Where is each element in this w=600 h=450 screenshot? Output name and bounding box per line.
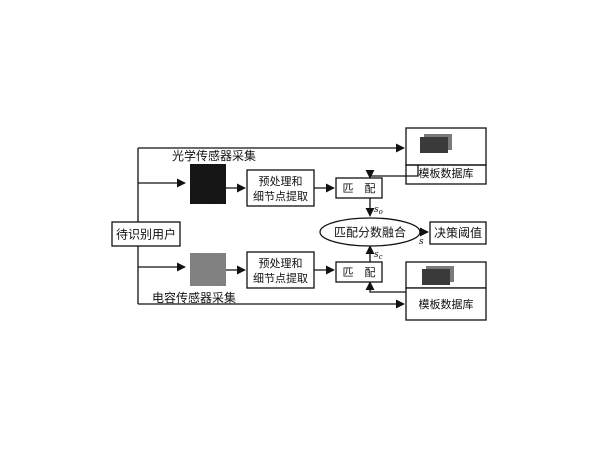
match-bottom: 匹 配 bbox=[335, 261, 383, 283]
signal-s-bottom: sc bbox=[374, 250, 383, 261]
preprocess-top: 预处理和 细节点提取 bbox=[246, 169, 315, 207]
capacitive-capture-label: 电容传感器采集 bbox=[152, 290, 236, 305]
user-box bbox=[111, 221, 181, 247]
edge-db-top-to-match bbox=[365, 165, 419, 179]
db-top-stack-front bbox=[420, 137, 448, 153]
preprocess-bottom-box bbox=[246, 251, 315, 289]
preprocess-top-line2: 细节点提取 bbox=[253, 190, 308, 203]
fusion-label: 匹配分数融合 bbox=[334, 225, 406, 240]
user-label: 待识别用户 bbox=[116, 227, 176, 242]
preprocess-bottom-line1: 预处理和 bbox=[259, 257, 303, 270]
decision-label: 决策阈值 bbox=[434, 225, 482, 240]
match-bottom-box bbox=[335, 261, 383, 283]
decision-box bbox=[429, 221, 487, 245]
preprocess-top-box bbox=[246, 169, 315, 207]
db-bottom: 模板数据库 bbox=[405, 261, 487, 321]
optical-capture-label: 光学传感器采集 bbox=[172, 148, 256, 163]
optical-sensor: 光学传感器采集 bbox=[172, 148, 256, 204]
preprocess-bottom-line2: 细节点提取 bbox=[253, 272, 308, 285]
signal-s-out: s bbox=[419, 237, 424, 247]
db-bottom-label: 模板数据库 bbox=[419, 297, 474, 311]
edges bbox=[137, 143, 429, 309]
signal-labels: so sc s bbox=[374, 205, 424, 261]
db-top-label: 模板数据库 bbox=[419, 166, 474, 180]
preprocess-top-line1: 预处理和 bbox=[259, 175, 303, 188]
db-top-frame bbox=[405, 164, 487, 185]
capacitive-fingerprint-image bbox=[190, 253, 226, 286]
match-top-box bbox=[335, 177, 383, 199]
db-top: 模板数据库 bbox=[405, 127, 487, 185]
match-top-label: 匹 配 bbox=[343, 182, 376, 195]
user-node: 待识别用户 bbox=[111, 221, 181, 247]
db-bottom-stack-front bbox=[422, 269, 450, 285]
fusion-node: 匹配分数融合 bbox=[319, 217, 421, 247]
db-bottom-frame bbox=[405, 287, 487, 321]
optical-fingerprint-image bbox=[190, 164, 226, 204]
preprocess-bottom: 预处理和 细节点提取 bbox=[246, 251, 315, 289]
match-bottom-label: 匹 配 bbox=[343, 266, 376, 279]
capacitive-sensor: 电容传感器采集 bbox=[152, 253, 236, 305]
decision-node: 决策阈值 bbox=[429, 221, 487, 245]
match-top: 匹 配 bbox=[335, 177, 383, 199]
signal-s-top: so bbox=[374, 205, 383, 216]
fusion-ellipse bbox=[319, 217, 421, 247]
